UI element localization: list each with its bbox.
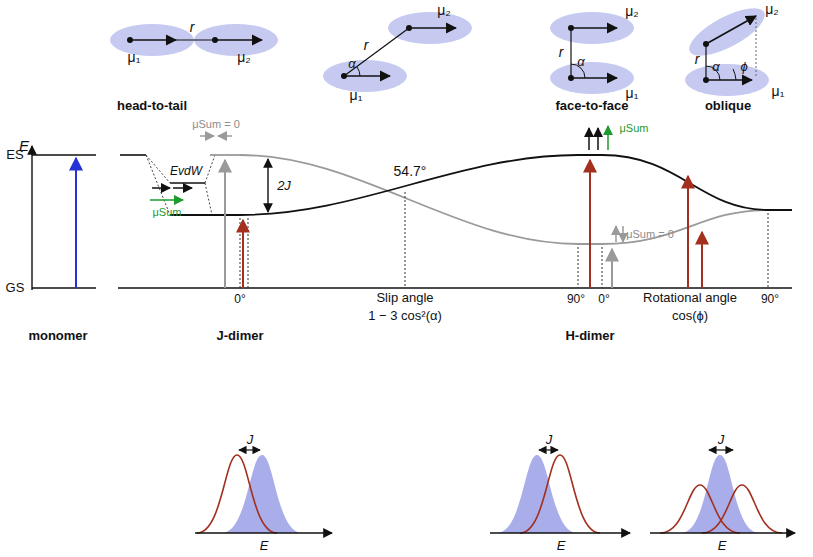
distance-label: r [559,45,564,60]
dipole-label: μ₂ [237,50,251,65]
angle-label: α [712,60,719,74]
geometry-title: face-to-face [556,99,629,113]
dipole-label: μ₂ [437,3,451,18]
axis-label: E [260,539,269,553]
state-label: GS [6,281,25,295]
axis-formula: cos(ϕ) [672,309,708,323]
dipole-sum-label: μSum = 0 [192,118,240,130]
axis-tick: 90° [567,293,585,306]
axis-tick: 0° [234,293,245,306]
dipole-sum-label: μSum [153,206,182,218]
geometry-title: oblique [705,99,751,113]
molecule-sketches [110,0,771,96]
angle-label: α [348,57,355,71]
species-label: H-dimer [565,329,614,343]
dipole-label: μ₂ [765,2,779,17]
coupling-label: J [718,433,725,447]
geometry-title: head-to-tail [117,99,187,113]
coupling-label: 2J [277,179,291,193]
coupling-label: J [546,433,553,447]
dipole-sum-label: μSum [620,122,649,134]
axis-formula: 1 − 3 cos²(α) [368,309,442,323]
dipole-label: μ₁ [350,88,363,103]
axis-title: Rotational angle [643,291,737,305]
axis-title: Slip angle [376,291,433,305]
axis-tick: 0° [598,293,609,306]
dipole-sum-label: μSum = 0 [626,228,674,240]
energy-label: EvdW [170,165,202,178]
dipole-label: μ₂ [625,4,639,19]
angle-label: α [577,55,584,69]
absorption-spectra [195,450,795,533]
species-label: monomer [28,329,87,343]
dipole-label: μ₁ [772,84,785,99]
state-label: ES [6,148,23,162]
angle-value: 54.7° [394,164,427,179]
distance-label: r [364,38,369,53]
axis-label: E [718,539,727,553]
dipole-label: μ₁ [128,50,141,65]
axis-label: E [557,539,566,553]
energy-diagram [32,126,792,290]
distance-label: r [695,52,700,67]
angle-label: ϕ [740,60,747,74]
coupling-label: J [247,433,254,447]
species-label: J-dimer [217,329,264,343]
distance-label: r [190,20,195,35]
axis-tick: 90° [761,293,779,306]
